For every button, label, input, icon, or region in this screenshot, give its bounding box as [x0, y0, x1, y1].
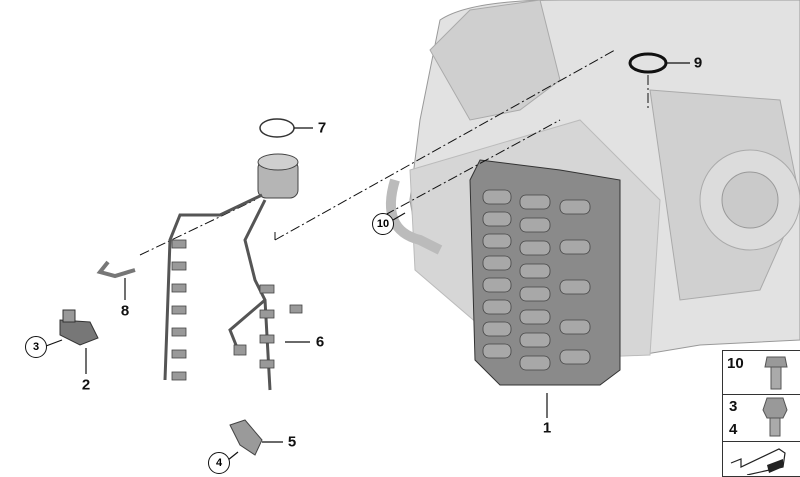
legend-row-3-4[interactable]: 3 4: [723, 394, 800, 442]
legend-label: 3: [729, 398, 738, 415]
callout-6[interactable]: 6: [315, 333, 325, 351]
harness-connectors: [171, 239, 303, 381]
hex-bolt-icon: [762, 397, 788, 437]
speed-sensor-2: [59, 309, 99, 346]
circled-callout-10[interactable]: 10: [372, 213, 394, 235]
legend-label: 10: [727, 355, 744, 372]
wiring-harness: [163, 193, 272, 391]
retainer-clip-8: [96, 260, 136, 279]
arrow-sheet-icon: [730, 448, 786, 475]
legend-row-sheet: [723, 441, 800, 476]
circled-callout-3[interactable]: 3: [25, 336, 47, 358]
legend-label: 4: [729, 421, 738, 438]
callout-5[interactable]: 5: [287, 433, 297, 451]
callout-1[interactable]: 1: [542, 419, 552, 437]
callout-9[interactable]: 9: [693, 54, 703, 72]
bracket-5: [229, 419, 263, 456]
assembly-lines: [139, 49, 649, 256]
callout-8[interactable]: 8: [120, 302, 130, 320]
callout-2[interactable]: 2: [81, 376, 91, 394]
leader-lines: [45, 62, 690, 461]
fastener-legend: 10 3 4: [722, 350, 800, 477]
circled-callout-4[interactable]: 4: [208, 452, 230, 474]
connector-housing: [257, 153, 299, 199]
legend-row-10[interactable]: 10: [723, 351, 800, 395]
o-ring-7: [259, 118, 295, 138]
flange-bolt-icon: [764, 356, 788, 390]
callout-7[interactable]: 7: [317, 119, 327, 137]
valve-body: [469, 159, 621, 386]
